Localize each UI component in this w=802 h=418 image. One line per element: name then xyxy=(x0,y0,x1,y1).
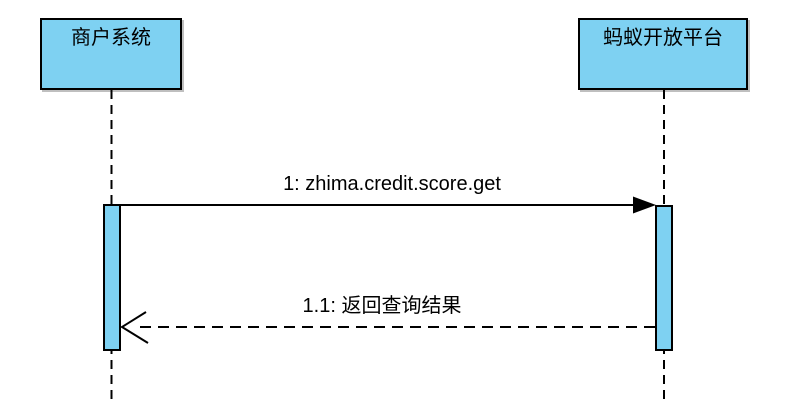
activation-bar-ant-open-platform xyxy=(655,205,673,351)
message-1-label: 1: zhima.credit.score.get xyxy=(283,173,501,195)
message-2-label: 1.1: 返回查询结果 xyxy=(302,295,462,317)
actor-label-ant-open-platform: 蚂蚁开放平台 xyxy=(603,27,723,49)
actor-box-ant-open-platform: 蚂蚁开放平台 xyxy=(578,18,748,90)
actor-label-merchant-system: 商户系统 xyxy=(71,27,151,49)
message-2-open-arrowhead-icon xyxy=(120,311,149,344)
actor-box-merchant-system: 商户系统 xyxy=(40,18,182,90)
message-1-filled-arrowhead-icon xyxy=(633,196,656,214)
activation-bar-merchant-system xyxy=(103,204,121,351)
